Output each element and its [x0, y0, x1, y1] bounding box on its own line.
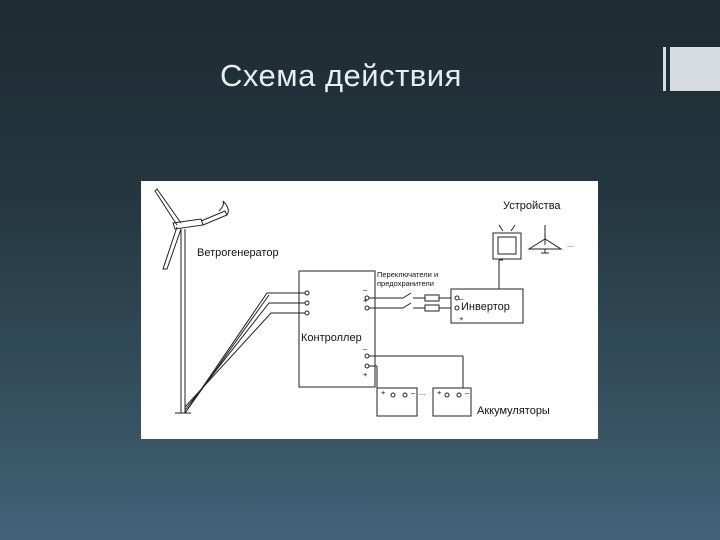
wind-power-diagram: – + – + – + + – + – Ветрогенератор Устро… [141, 181, 598, 439]
battery-wires [369, 355, 464, 388]
controller-label: Контроллер [301, 332, 362, 344]
svg-text:–: – [411, 388, 416, 397]
lamp-icon [527, 225, 563, 254]
diagram-svg: – + – + – + + – + – Ветрогенератор Устро… [154, 188, 573, 417]
svg-text:–: – [363, 344, 368, 353]
devices-ellipsis: ... [567, 240, 573, 249]
battery-2 [432, 387, 472, 417]
switches-label-line2: предохранители [377, 279, 434, 288]
batteries-ellipsis: ... [419, 388, 425, 397]
svg-text:–: – [459, 294, 464, 303]
tv-icon [492, 224, 522, 260]
svg-text:+: + [437, 388, 442, 397]
wind-generator-label: Ветрогенератор [197, 247, 279, 259]
slide-title: Схема действия [220, 58, 462, 93]
svg-text:+: + [363, 296, 368, 305]
switches-fuses [369, 292, 451, 312]
svg-text:–: – [363, 285, 368, 294]
devices-label: Устройства [503, 200, 561, 212]
battery-1 [376, 387, 418, 417]
controller-box [298, 270, 376, 388]
wind-turbine-icon [154, 188, 229, 414]
svg-text:–: – [465, 388, 470, 397]
decor-bar-thick [670, 47, 720, 91]
svg-text:+: + [381, 388, 386, 397]
svg-text:+: + [363, 370, 368, 379]
decor-bar-thin [663, 47, 666, 91]
svg-text:+: + [459, 314, 464, 323]
inverter-label: Инвертор [461, 301, 510, 313]
polarity-marks: – + – + – + + – + – [363, 285, 470, 397]
batteries-label: Аккумуляторы [477, 405, 550, 417]
generator-wires [184, 292, 305, 414]
inverter-box [450, 288, 524, 324]
switches-label-line1: Переключатели и [377, 270, 438, 279]
